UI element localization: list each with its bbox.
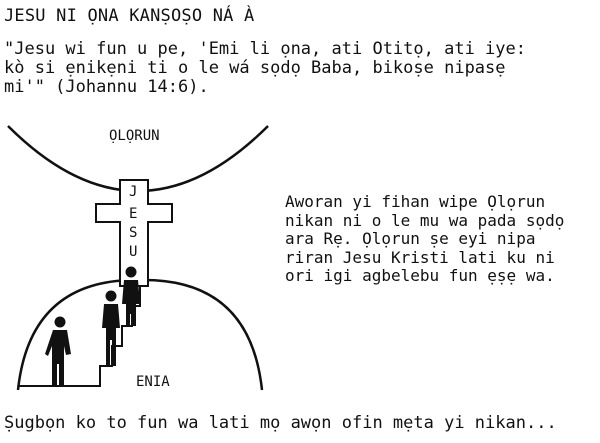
caption-line: riran Jesu Kristi lati ku ni [285, 247, 555, 267]
person-figure-bottom [45, 316, 71, 386]
cross-letter: E [129, 206, 137, 222]
cross-letter: J [129, 184, 137, 200]
man-label: ENIA [136, 374, 170, 390]
person-figure-middle [102, 290, 120, 366]
illustration-caption: Aworan yi fihan wipe Ọlọrun nikan ni o l… [285, 192, 597, 286]
quote-line: mi'" (Johannu 14:6). [4, 77, 209, 97]
cross-letter: S [129, 225, 137, 241]
caption-line: ara Rẹ. Ọlọrun ṣe eyi nipa [285, 229, 536, 248]
cross-bridge-drawing: ỌLỌRUN ENIA J E S U [7, 125, 269, 391]
page-title: JESU NI ỌNA KANṢOṢO NÁ À [4, 6, 255, 26]
person-figure-top [122, 266, 140, 326]
scripture-quote: "Jesu wi fun u pe, 'Emi li ọna, ati Otit… [4, 40, 594, 97]
god-label: ỌLỌRUN [109, 128, 160, 144]
quote-line: "Jesu wi fun u pe, 'Emi li ọna, ati Otit… [4, 39, 526, 59]
bridge-illustration: ỌLỌRUN ENIA J E S U [0, 118, 280, 393]
cross-letter: U [129, 244, 137, 260]
quote-line: kò si ẹnikẹni ti o le wá sọdọ Baba, biko… [4, 58, 506, 78]
caption-line: Aworan yi fihan wipe Ọlọrun [285, 192, 546, 211]
cross-shape [95, 179, 173, 287]
caption-line: ori igi agbelebu fun ẹṣẹ wa. [285, 266, 555, 285]
staircase [18, 286, 141, 387]
footer-text: Ṣugbọn ko to fun wa lati mọ awọn ofin mẹ… [4, 413, 557, 433]
caption-line: nikan ni o le mu wa pada sọdọ [285, 210, 565, 230]
